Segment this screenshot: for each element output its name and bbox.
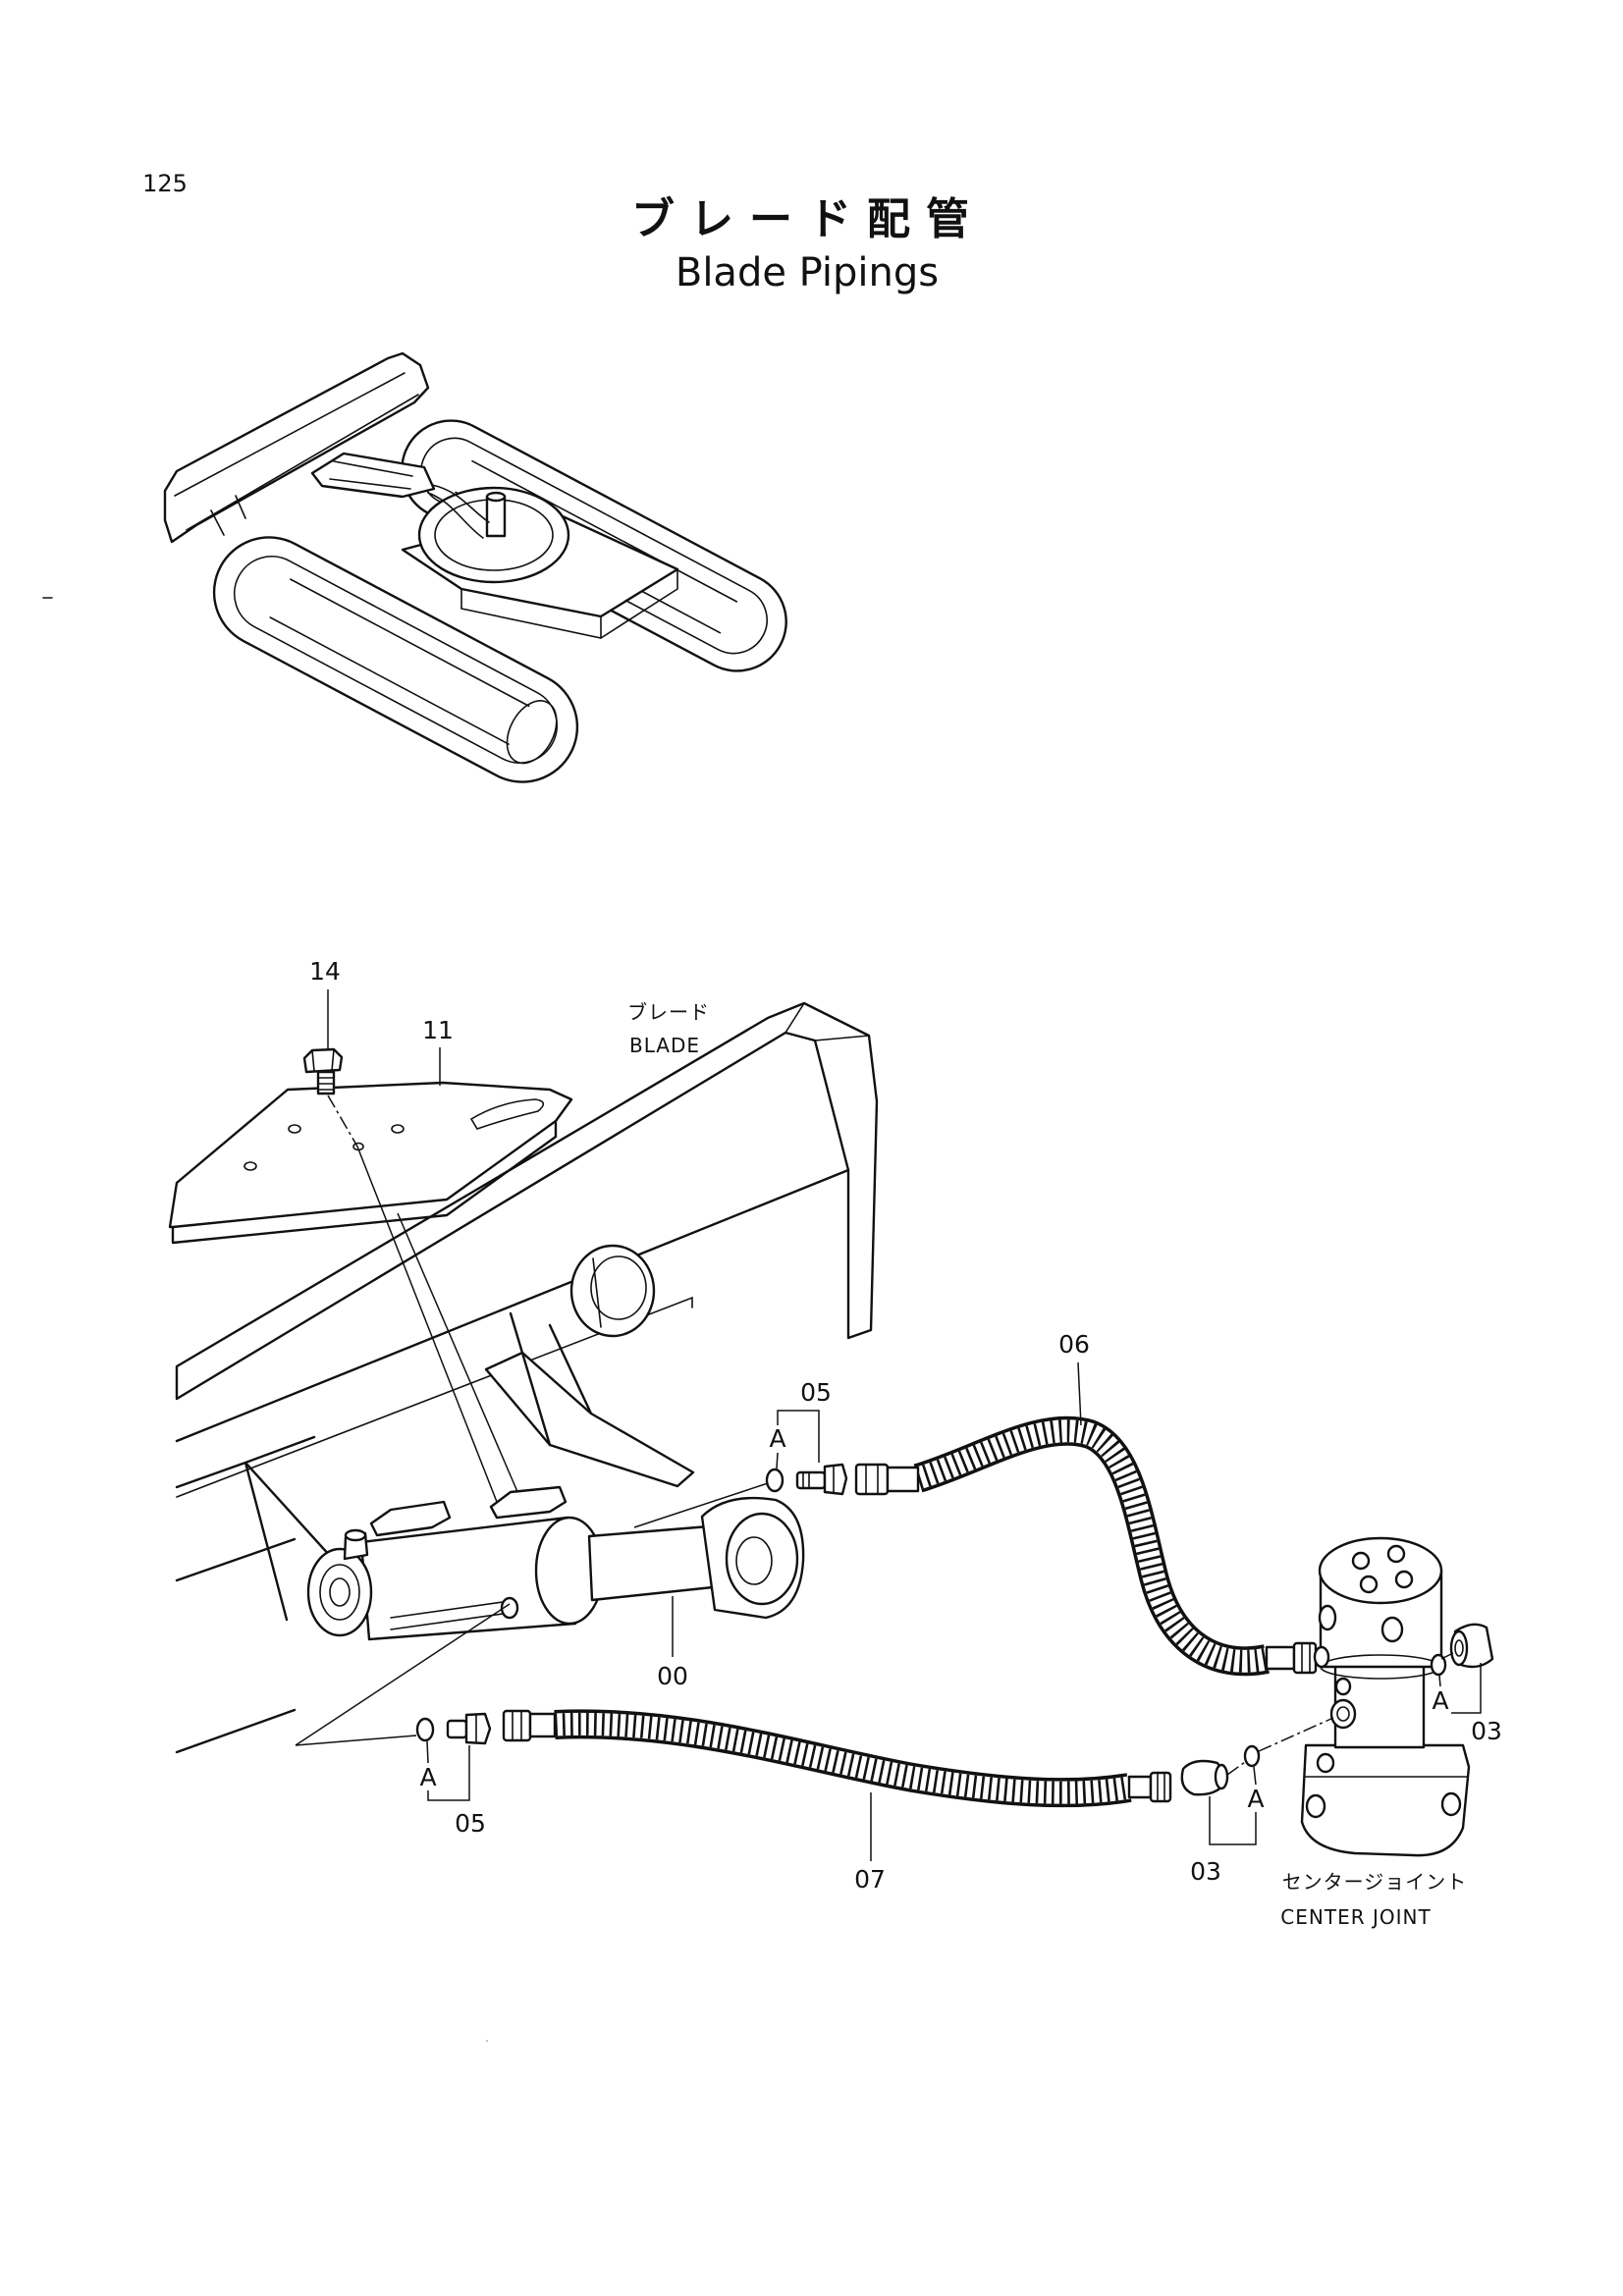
o-ring-lower: [415, 1717, 435, 1742]
callout-o-ring-elbow-lower: A: [1247, 1785, 1264, 1813]
center-joint-bolt: [1316, 1752, 1335, 1774]
callout-bracket-plate: 11: [422, 1016, 454, 1044]
overview-blade: [163, 351, 430, 544]
leader-o-ring-elbow-right: [1438, 1675, 1441, 1687]
bolt-centerline: [327, 1095, 358, 1148]
cylinder-head-eye: [306, 1547, 373, 1637]
port-leader-lower: [295, 1603, 511, 1746]
callout-adapter-lower: 05: [455, 1809, 486, 1838]
blade-cylinder: [306, 1485, 805, 1641]
label-blade-japanese: ブレード: [627, 1000, 710, 1024]
cylinder-rod-end: [700, 1496, 805, 1620]
leader-o-ring-lower: [426, 1740, 429, 1764]
center-joint-port-hole: [1386, 1544, 1406, 1564]
mount-line: [397, 1212, 519, 1495]
leader-o-ring-elbow-lower: [1253, 1766, 1257, 1786]
callout-o-ring-upper: A: [769, 1424, 785, 1453]
overview-illustration: [163, 351, 787, 783]
label-blade-english: BLADE: [629, 1034, 700, 1057]
upper-hose-fitting-end: [1265, 1641, 1318, 1675]
center-joint-side-port: [1334, 1677, 1352, 1696]
cylinder-port: [500, 1596, 519, 1620]
callouts: 14 11 ブレード BLADE 06 05 A 00 A 05 07 A 03: [309, 957, 1502, 1929]
callout-elbow-lower: 03: [1190, 1857, 1221, 1886]
center-joint-side-port: [1329, 1698, 1357, 1730]
elbow-right-centerline: [1440, 1652, 1454, 1660]
plate-hole: [243, 1161, 257, 1171]
callout-adapter-upper: 05: [800, 1378, 832, 1407]
page-title-english: Blade Pipings: [676, 250, 939, 295]
callout-cylinder: 00: [657, 1662, 688, 1690]
label-center-joint-japanese: センタージョイント: [1282, 1870, 1468, 1894]
page-number: 125: [142, 170, 188, 197]
blade-face-line: [175, 1168, 850, 1443]
mount-line: [356, 1146, 498, 1503]
center-joint-side-port: [1318, 1604, 1337, 1631]
callout-hose-upper: 06: [1058, 1330, 1090, 1359]
blade-rib-center: [484, 1351, 695, 1488]
callout-bolt: 14: [309, 957, 341, 986]
leader-elbow-lower: [1209, 1796, 1257, 1845]
elbow-right: [1449, 1623, 1494, 1669]
center-joint-side-port: [1380, 1616, 1404, 1643]
label-center-joint-english: CENTER JOINT: [1280, 1905, 1431, 1929]
port-leader-upper: [633, 1482, 769, 1528]
o-ring-elbow-lower: [1243, 1744, 1261, 1768]
blade-dome-boss: [569, 1244, 656, 1338]
lower-hose: [502, 1709, 1172, 1808]
upper-hose: [854, 1415, 1318, 1677]
center-joint-port-hole: [1351, 1551, 1371, 1571]
cylinder-mount-pad: [369, 1500, 452, 1537]
plate-hole: [391, 1124, 405, 1134]
blade: [175, 1001, 879, 1754]
center-joint-port-hole: [1359, 1575, 1379, 1594]
lower-adapter: [446, 1712, 492, 1745]
support-plate: [168, 1081, 573, 1245]
o-ring-upper: [765, 1468, 784, 1493]
o-ring-elbow-right: [1430, 1653, 1447, 1677]
callout-o-ring-elbow-right: A: [1432, 1686, 1448, 1715]
leader-o-ring-upper: [776, 1452, 779, 1469]
page-title-japanese: ブレード配管: [631, 194, 985, 244]
overview-left-track: [212, 536, 579, 783]
callout-o-ring-lower: A: [419, 1763, 436, 1791]
center-joint-port-hole: [1394, 1570, 1414, 1589]
upper-hose-fitting-start: [854, 1463, 920, 1496]
blade-top-lip: [175, 1001, 879, 1401]
cylinder-top-nozzle: [343, 1528, 369, 1561]
cylinder-mount-pad: [489, 1485, 568, 1520]
callout-hose-lower: 07: [854, 1865, 886, 1894]
cylinder-rod: [587, 1524, 715, 1602]
callout-elbow-right: 03: [1471, 1717, 1502, 1745]
leader-adapter-upper: [777, 1410, 820, 1463]
leader-elbow-right: [1451, 1663, 1482, 1714]
overview-blade-cylinder: [310, 452, 490, 539]
lower-hose-fitting-end: [1127, 1771, 1172, 1803]
cylinder-side-pipe: [390, 1601, 504, 1630]
lower-hose-fitting-start: [502, 1709, 557, 1742]
elbow-lower: [1180, 1759, 1229, 1796]
leader-adapter-lower: [427, 1745, 470, 1801]
bolt: [302, 1047, 344, 1095]
center-joint-top-face: [1318, 1536, 1443, 1605]
center-joint: [1300, 1536, 1471, 1857]
plate-hole: [288, 1124, 301, 1134]
center-joint-bolt: [1440, 1791, 1462, 1817]
overview-swing-circle: [417, 486, 570, 584]
elbow-lower-centerline: [1226, 1717, 1334, 1776]
upper-adapter: [795, 1463, 848, 1496]
center-joint-base-flange: [1300, 1743, 1471, 1857]
leader-hose-upper: [1077, 1362, 1082, 1426]
center-joint-side-port: [1313, 1645, 1330, 1669]
plate-slot: [469, 1098, 545, 1130]
center-joint-bolt: [1305, 1793, 1326, 1819]
scan-dot: [486, 2040, 488, 2042]
